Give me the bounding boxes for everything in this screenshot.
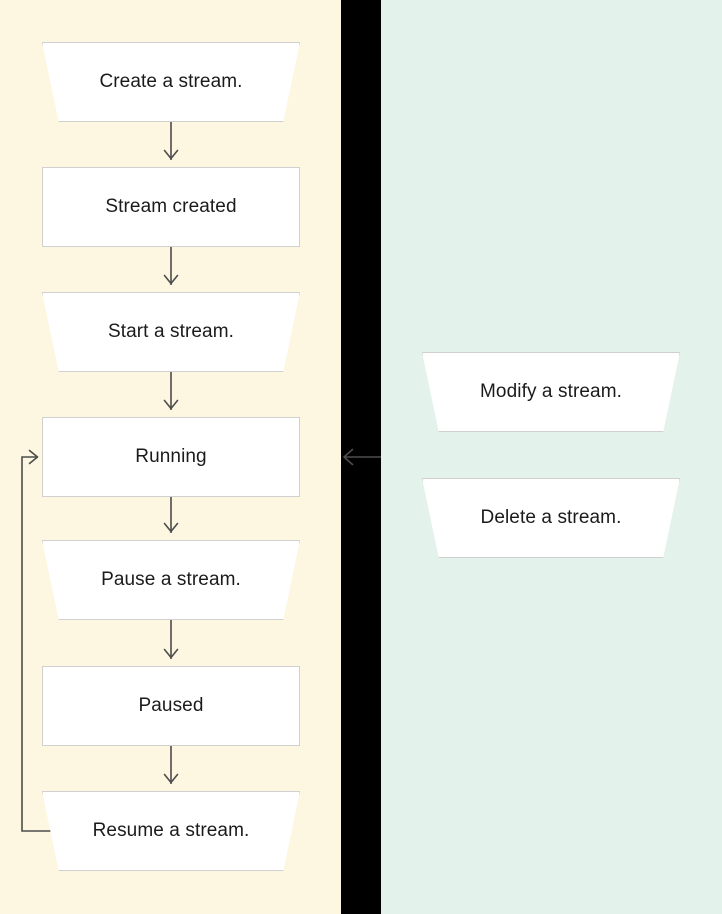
node-pause-a-stream[interactable]: Pause a stream. bbox=[42, 540, 300, 620]
node-modify-a-stream[interactable]: Modify a stream. bbox=[422, 352, 680, 432]
node-label: Modify a stream. bbox=[479, 381, 623, 402]
lane-divider bbox=[341, 0, 381, 914]
node-label: Pause a stream. bbox=[101, 569, 241, 590]
node-shape-trapezoid bbox=[42, 791, 300, 871]
node-start-a-stream[interactable]: Start a stream. bbox=[42, 292, 300, 372]
node-label: Delete a stream. bbox=[480, 507, 622, 528]
stream-operations-lane bbox=[381, 0, 722, 914]
node-resume-a-stream[interactable]: Resume a stream. bbox=[42, 791, 300, 871]
node-delete-a-stream[interactable]: Delete a stream. bbox=[422, 478, 680, 558]
node-label: Running bbox=[135, 446, 207, 467]
node-stream-created[interactable]: Stream created bbox=[42, 167, 300, 247]
node-shape-trapezoid bbox=[42, 292, 300, 372]
node-label: Create a stream. bbox=[99, 71, 243, 92]
node-paused[interactable]: Paused bbox=[42, 666, 300, 746]
node-shape-trapezoid bbox=[42, 540, 300, 620]
node-shape-trapezoid bbox=[422, 352, 680, 432]
node-shape-trapezoid bbox=[42, 42, 300, 122]
node-label: Stream created bbox=[105, 196, 237, 217]
node-label: Resume a stream. bbox=[92, 820, 250, 841]
node-create-a-stream[interactable]: Create a stream. bbox=[42, 42, 300, 122]
node-label: Paused bbox=[138, 695, 204, 716]
node-label: Start a stream. bbox=[107, 321, 235, 342]
node-running[interactable]: Running bbox=[42, 417, 300, 497]
